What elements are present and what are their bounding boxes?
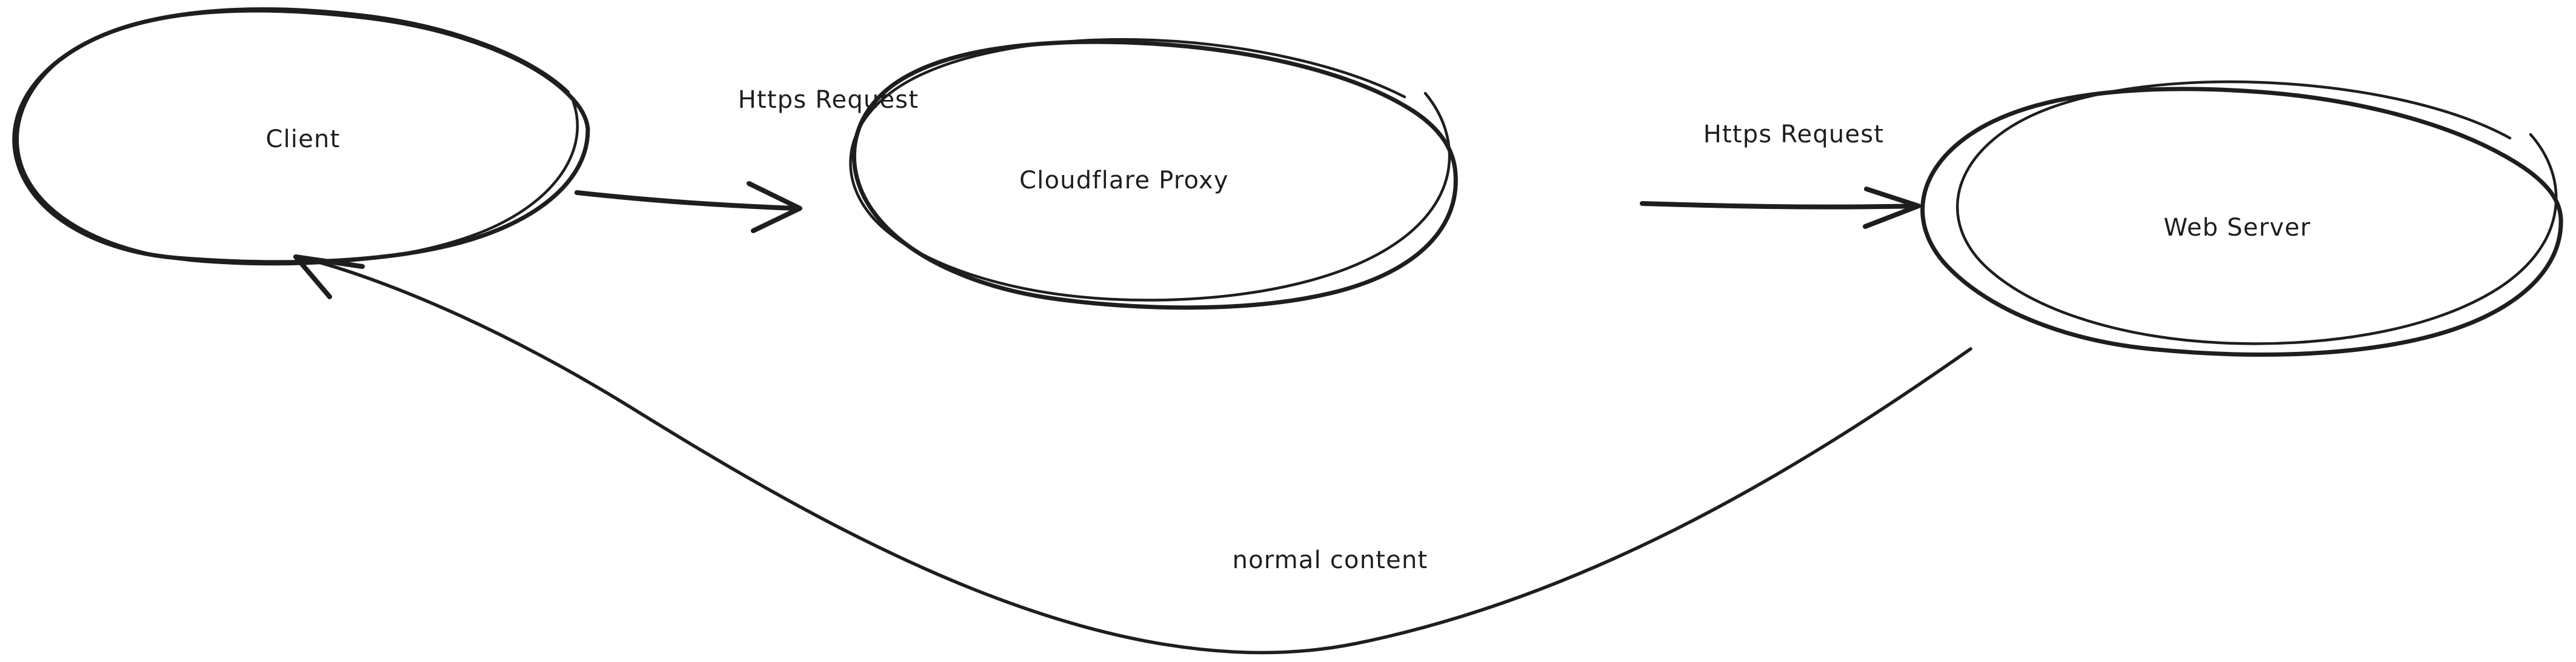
edge-webserver-to-client[interactable]: normal content bbox=[293, 254, 1972, 655]
webserver-label: Web Server bbox=[2163, 214, 2311, 242]
edge-client-to-cloudflare[interactable]: Https Request bbox=[574, 86, 919, 233]
webserver-ellipse-stroke-b bbox=[1956, 80, 2558, 345]
edge-cloudflare-to-webserver[interactable]: Https Request bbox=[1640, 121, 1921, 229]
edge-client-to-cloudflare-arrowhead bbox=[747, 181, 802, 233]
client-ellipse-stroke-a bbox=[12, 8, 590, 265]
node-client[interactable]: Client bbox=[12, 7, 590, 266]
edge-webserver-to-client-arrowhead bbox=[293, 254, 365, 299]
edge-cloudflare-to-webserver-line bbox=[1640, 201, 1920, 210]
node-cloudflare-proxy[interactable]: Cloudflare Proxy bbox=[849, 38, 1458, 310]
client-ellipse-stroke-b bbox=[16, 7, 579, 266]
edge-client-to-cloudflare-line bbox=[574, 190, 800, 211]
cloudflare-ellipse-stroke-b bbox=[849, 38, 1451, 302]
edge-webserver-to-client-curve bbox=[296, 255, 1972, 655]
edge-client-to-cloudflare-label: Https Request bbox=[738, 86, 919, 114]
edge-cloudflare-to-webserver-arrowhead bbox=[1863, 187, 1921, 229]
cloudflare-ellipse-stroke-a bbox=[851, 39, 1458, 310]
edge-cloudflare-to-webserver-label: Https Request bbox=[1703, 121, 1884, 148]
cloudflare-label: Cloudflare Proxy bbox=[1019, 167, 1229, 194]
node-web-server[interactable]: Web Server bbox=[1920, 80, 2563, 357]
webserver-ellipse-stroke-a bbox=[1920, 87, 2563, 357]
client-label: Client bbox=[265, 125, 340, 153]
edge-webserver-to-client-label: normal content bbox=[1233, 546, 1428, 574]
